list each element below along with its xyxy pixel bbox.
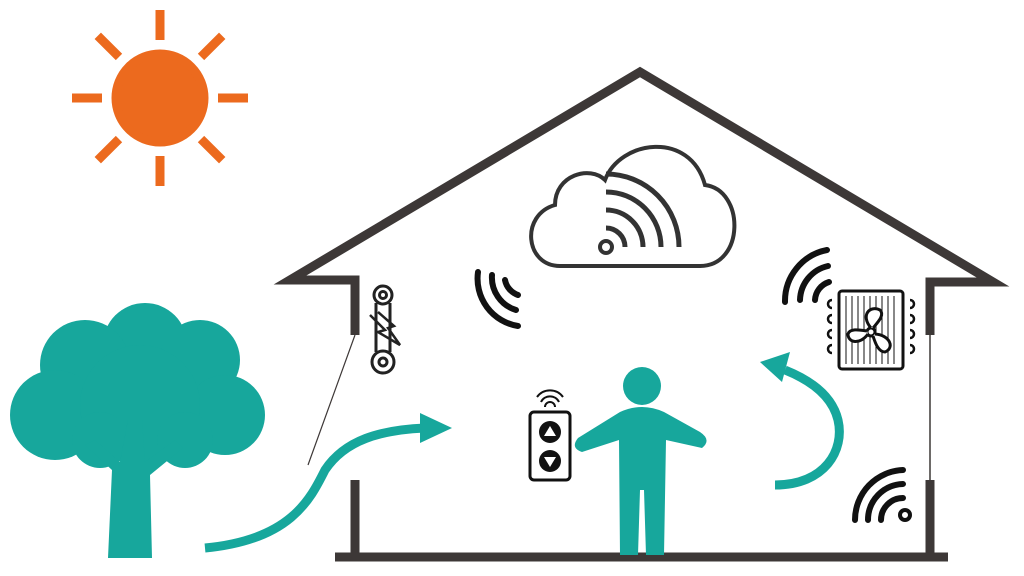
remote-control-icon [528,389,572,482]
wifi-signal-icon [474,269,521,329]
airflow-arrow-icon [204,413,452,553]
house-outline [273,66,1010,562]
circulation-arrow-icon [760,352,844,490]
person-icon [574,367,707,555]
gear-generator-icon [369,284,402,375]
sun-ray [94,135,123,164]
wifi-signal-icon [781,247,832,305]
sun-ray [197,135,226,164]
sun-ray [94,32,123,61]
sun-icon [72,10,248,186]
fan-heater-icon [826,289,916,371]
tree-icon [10,303,265,558]
wifi-sensor-icon [851,467,912,523]
sun-ray [197,32,226,61]
cloud-wifi-icon [529,144,737,268]
